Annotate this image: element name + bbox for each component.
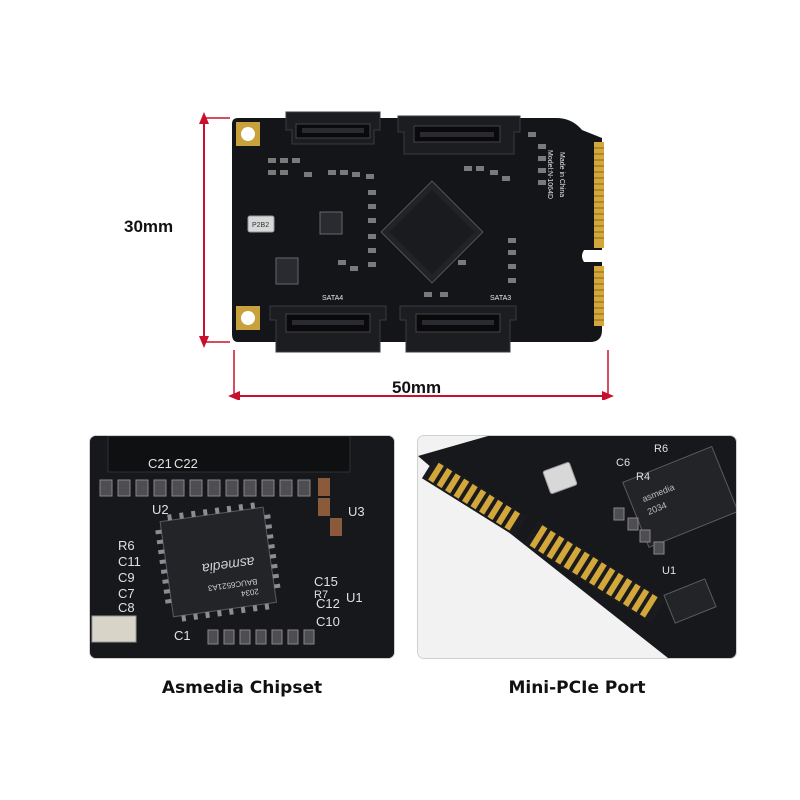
svg-text:C1: C1 (174, 628, 191, 643)
svg-text:C15: C15 (314, 574, 338, 589)
mounting-hole-bottom (236, 306, 260, 330)
inset-chipset-photo: asmedia BAUC6521A3 2034 C21 C22 U2 R6 C1… (90, 436, 394, 658)
height-dimension-arrow (199, 112, 230, 348)
width-label: 50mm (392, 378, 442, 397)
svg-text:U3: U3 (348, 504, 365, 519)
sata-port-bottom-1 (269, 305, 387, 353)
svg-text:C8: C8 (118, 600, 135, 615)
svg-text:C11: C11 (118, 554, 141, 569)
width-dimension-arrow (228, 350, 614, 400)
svg-text:C21: C21 (148, 456, 172, 471)
mounting-hole-top (236, 122, 260, 146)
sata-port-top-1 (285, 111, 381, 145)
height-label: 30mm (124, 217, 174, 236)
silk-model: Model:N-1064D (546, 150, 553, 199)
controller-chip (380, 180, 484, 284)
asmedia-chip-angled: asmedia 2034 (622, 445, 736, 549)
svg-text:R4: R4 (636, 471, 650, 483)
svg-text:R6: R6 (654, 443, 668, 455)
svg-text:R7: R7 (314, 589, 328, 601)
chip-date: 2034 (240, 587, 259, 598)
sata-port-top-2 (397, 115, 521, 155)
asmedia-chip: asmedia BAUC6521A3 2034 (155, 502, 281, 622)
svg-text:U2: U2 (152, 502, 169, 517)
caption-asmedia-chipset: Asmedia Chipset (161, 678, 323, 698)
silk-crystal: P2B2 (252, 222, 269, 229)
svg-text:C10: C10 (316, 614, 340, 629)
svg-text:U1: U1 (662, 565, 676, 577)
svg-text:R6: R6 (118, 538, 135, 553)
edge-connector-fingers (594, 142, 604, 326)
caption-mini-pcie-port: Mini-PCIe Port (508, 678, 646, 698)
sata-card-board: Made in China Model:N-1064D SATA4 SATA3 … (232, 111, 604, 353)
svg-text:C7: C7 (118, 586, 135, 601)
sata-port-bottom-2 (399, 305, 517, 353)
svg-text:C6: C6 (616, 457, 630, 469)
svg-text:C12: C12 (316, 596, 340, 611)
svg-text:C9: C9 (118, 570, 135, 585)
silk-made-in: Made in China (558, 152, 565, 197)
svg-text:U1: U1 (346, 590, 363, 605)
inset-minipcie-photo: asmedia 2034 R6 C6 R4 U1 (418, 436, 736, 658)
silk-sata4: SATA4 (322, 295, 343, 302)
crystal-oscillator (247, 215, 275, 233)
svg-text:C22: C22 (174, 456, 198, 471)
chip-brand: asmedia (201, 554, 256, 577)
silk-sata3: SATA3 (490, 295, 511, 302)
